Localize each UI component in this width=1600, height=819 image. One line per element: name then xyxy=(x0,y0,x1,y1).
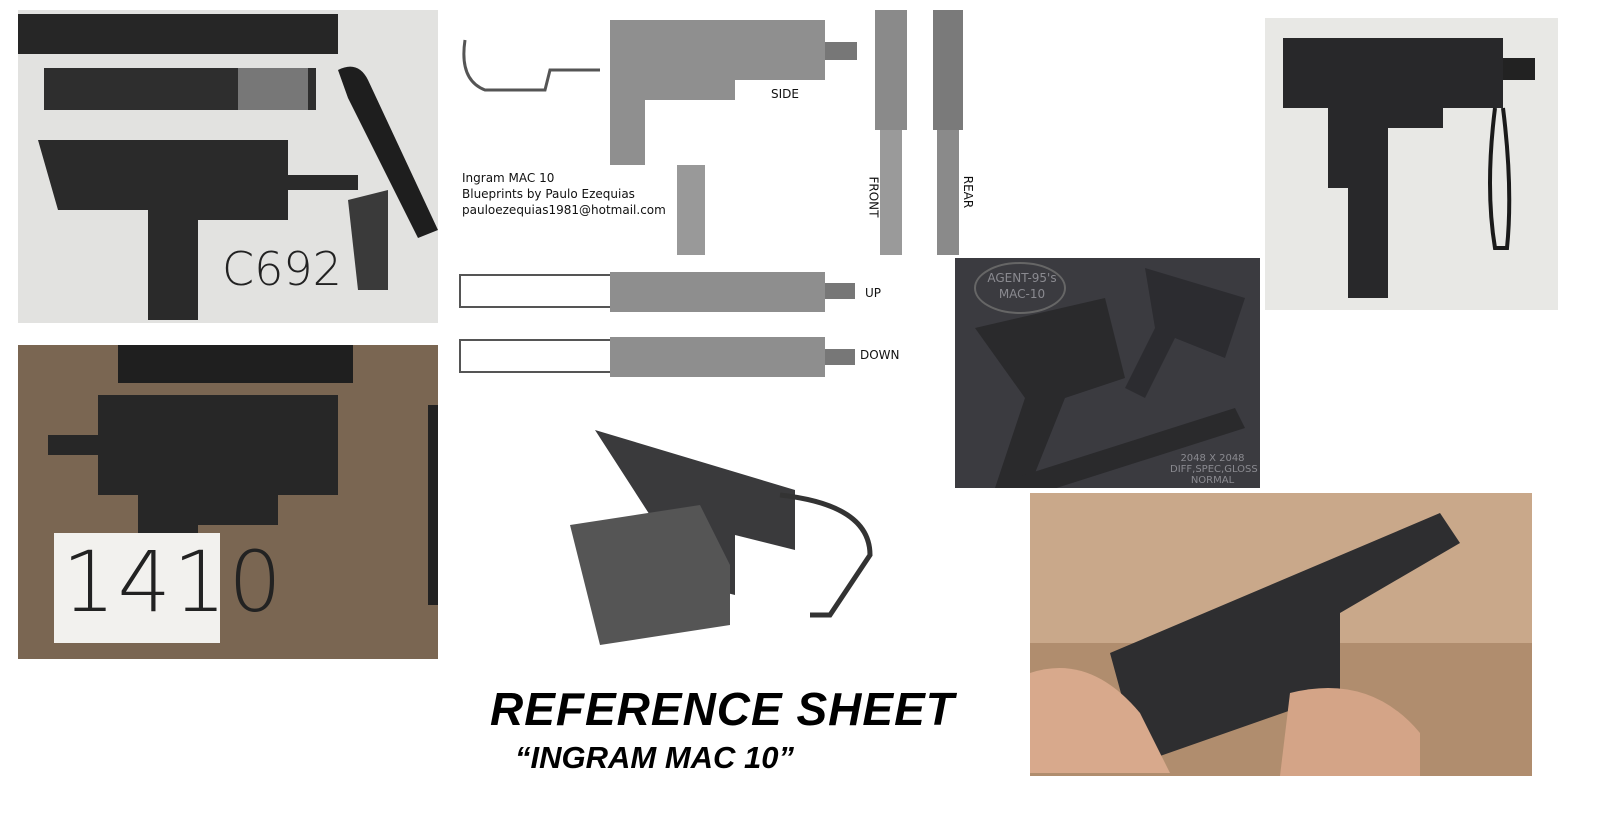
spec-line-1: 2048 X 2048 xyxy=(1180,453,1245,464)
photo-center xyxy=(545,405,885,650)
credit-line-2: Blueprints by Paulo Ezequias xyxy=(462,187,635,201)
blueprint-drawing xyxy=(459,10,963,377)
blueprint-credit: Ingram MAC 10 Blueprints by Paulo Ezequi… xyxy=(462,170,666,218)
label-up: UP xyxy=(865,286,882,300)
spec-line-2: DIFF,SPEC,GLOSS xyxy=(1170,464,1258,475)
gun-photo-image xyxy=(570,430,873,645)
label-rear: REAR xyxy=(961,175,976,209)
label-down: DOWN xyxy=(860,348,900,362)
spec-line-3: NORMAL xyxy=(1190,475,1235,486)
tag-1410: 1410 xyxy=(62,533,284,631)
photo-mid-left: 1410 xyxy=(18,345,438,659)
label-side: SIDE xyxy=(771,87,799,101)
render-panel: AGENT-95's MAC-10 2048 X 2048 DIFF,SPEC,… xyxy=(955,258,1260,488)
badge-line-2: MAC-10 xyxy=(998,287,1046,301)
gun-photo-image xyxy=(48,345,438,643)
page-subtitle: “INGRAM MAC 10” xyxy=(515,740,795,775)
photo-top-left: C692 xyxy=(18,10,438,323)
photo-bottom-right xyxy=(1030,493,1532,776)
blueprint-panel: SIDE FRONT REAR UP DOWN xyxy=(455,0,985,385)
gun-photo-image xyxy=(1030,493,1532,776)
tag-c692: C692 xyxy=(222,242,342,296)
label-front: FRONT xyxy=(866,176,881,218)
page-title: REFERENCE SHEET xyxy=(490,683,955,735)
render-image xyxy=(974,262,1245,488)
gun-photo-image xyxy=(1283,38,1535,298)
render-spec: 2048 X 2048 DIFF,SPEC,GLOSS NORMAL xyxy=(1170,453,1258,486)
credit-line-3: pauloezequias1981@hotmail.com xyxy=(462,203,666,217)
render-badge: AGENT-95's MAC-10 xyxy=(977,270,1067,302)
credit-line-1: Ingram MAC 10 xyxy=(462,171,555,185)
badge-line-1: AGENT-95's xyxy=(987,271,1057,285)
gun-photo-image xyxy=(18,14,438,320)
photo-top-right xyxy=(1265,18,1558,310)
